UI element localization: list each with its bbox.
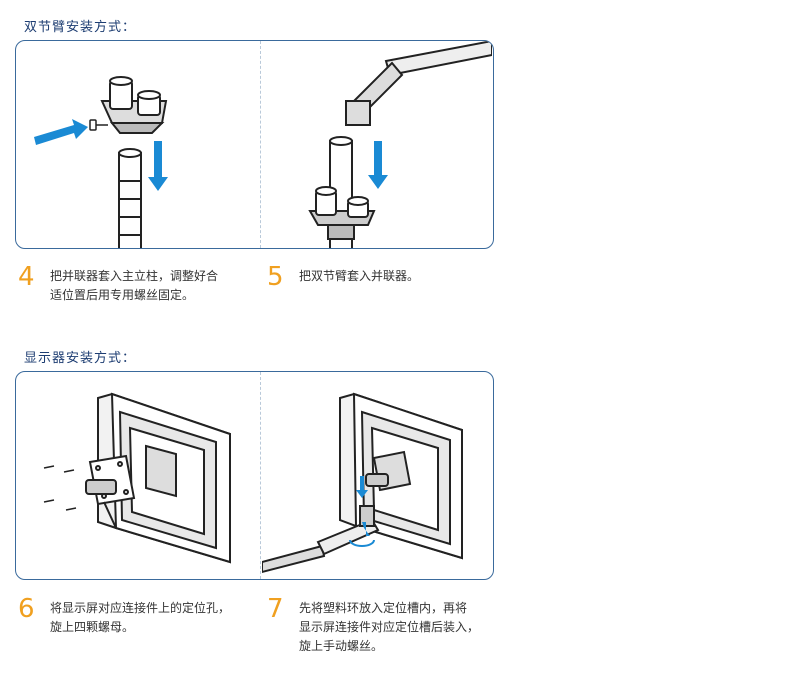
step-line: 显示屏连接件对应定位槽后装入， <box>299 620 480 634</box>
insert-arrow-icon <box>34 119 88 145</box>
vesa-plate-icon <box>85 454 136 529</box>
screw-icon <box>89 119 108 131</box>
illustration-panel-monitor <box>15 371 494 580</box>
step-description: 将显示屏对应连接件上的定位孔， 旋上四颗螺母。 <box>50 596 230 637</box>
parallel-connector-icon <box>100 76 168 134</box>
rotate-icon <box>349 539 375 547</box>
down-arrow-icon <box>148 141 168 191</box>
dual-arm-icon <box>262 505 380 574</box>
step-line: 把并联器套入主立柱，调整好合 <box>50 269 219 283</box>
step-line: 将显示屏对应连接件上的定位孔， <box>50 601 231 615</box>
step-line: 先将塑料环放入定位槽内，再将 <box>299 601 468 615</box>
step-number: 6 <box>18 594 35 624</box>
panel-divider <box>260 41 261 248</box>
step-number: 4 <box>18 262 35 292</box>
dual-arm-icon <box>345 41 492 126</box>
step-line: 适位置后用专用螺丝固定。 <box>50 288 195 302</box>
down-arrow-icon <box>368 141 388 189</box>
illustration-step-4 <box>16 41 260 248</box>
panel-divider <box>260 372 261 579</box>
step-description: 把双节臂套入并联器。 <box>299 264 419 286</box>
step-number: 5 <box>267 262 284 292</box>
step-line: 旋上四颗螺母。 <box>50 620 135 634</box>
step-6: 6 将显示屏对应连接件上的定位孔， 旋上四颗螺母。 <box>18 596 230 637</box>
illustration-step-5 <box>262 41 493 248</box>
down-arrow-icon <box>356 476 368 498</box>
illustration-panel-dual-arm <box>15 40 494 249</box>
step-description: 把并联器套入主立柱，调整好合 适位置后用专用螺丝固定。 <box>50 264 218 305</box>
monitor-back-icon <box>97 392 231 564</box>
step-line: 旋上手动螺丝。 <box>299 639 384 653</box>
parallel-connector-icon <box>308 186 376 240</box>
step-number: 7 <box>267 594 284 624</box>
main-pole-icon <box>118 148 142 248</box>
screw-icon <box>43 465 77 511</box>
step-description: 先将塑料环放入定位槽内，再将 显示屏连接件对应定位槽后装入， 旋上手动螺丝。 <box>299 596 479 656</box>
step-line: 把双节臂套入并联器。 <box>299 269 420 283</box>
section-title-monitor: 显示器安装方式： <box>24 351 137 366</box>
step-7: 7 先将塑料环放入定位槽内，再将 显示屏连接件对应定位槽后装入， 旋上手动螺丝。 <box>267 596 479 656</box>
illustration-step-7 <box>262 372 493 579</box>
section-title-dual-arm: 双节臂安装方式： <box>24 20 137 35</box>
illustration-step-6 <box>16 372 260 579</box>
vesa-plate-icon <box>365 450 412 492</box>
up-arrow-icon <box>362 522 370 536</box>
step-4: 4 把并联器套入主立柱，调整好合 适位置后用专用螺丝固定。 <box>18 264 218 305</box>
step-5: 5 把双节臂套入并联器。 <box>267 264 419 290</box>
